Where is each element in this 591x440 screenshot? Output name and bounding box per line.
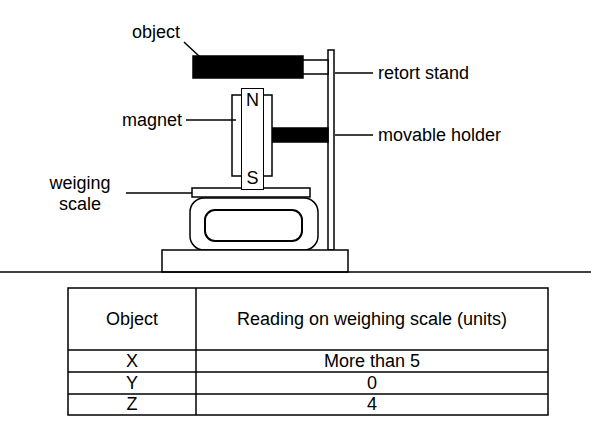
label-text: retort stand <box>378 63 578 84</box>
magnet-bar: NS <box>241 88 264 190</box>
label-text: More than 5 <box>196 351 548 372</box>
table-header: Object <box>68 288 196 350</box>
label-text: Reading on weighing scale (units) <box>196 309 548 330</box>
object-clamp <box>303 60 328 74</box>
pole-letter: S <box>246 168 258 188</box>
leader-line <box>126 192 192 194</box>
scale-window <box>205 210 302 241</box>
pole-letter: N <box>246 90 259 110</box>
table-cell: X <box>68 350 196 372</box>
label-text: magnet <box>90 110 182 131</box>
table-cell: Y <box>68 372 196 394</box>
part-label: weiging scale <box>38 172 122 216</box>
label-text: Y <box>68 373 196 394</box>
holder-bar <box>272 128 328 142</box>
part-label: movable holder <box>378 124 578 146</box>
leader-line <box>186 119 236 121</box>
part-label: magnet <box>90 109 182 131</box>
table-header: Reading on weighing scale (units) <box>196 288 548 350</box>
table-line <box>68 349 548 351</box>
table-cell: 0 <box>196 372 548 394</box>
part-label: retort stand <box>378 62 578 84</box>
table-cell: More than 5 <box>196 350 548 372</box>
label-text: movable holder <box>378 125 578 146</box>
table-line <box>195 288 197 415</box>
scale-body <box>190 198 318 250</box>
label-text: 0 <box>196 373 548 394</box>
label-text: weiging scale <box>38 173 122 215</box>
leader-line <box>184 42 200 57</box>
label-text: Object <box>68 309 196 330</box>
label-text: X <box>68 351 196 372</box>
ground-line <box>0 271 591 273</box>
table-cell: Z <box>68 394 196 415</box>
retort-rod <box>328 50 334 250</box>
table-line <box>68 371 548 373</box>
label-text: Z <box>68 394 196 415</box>
leader-line <box>335 72 373 74</box>
leader-line <box>335 134 373 136</box>
label-text: 4 <box>196 394 548 415</box>
table-line <box>68 393 548 395</box>
table-border <box>68 288 548 415</box>
table-cell: 4 <box>196 394 548 415</box>
part-label: object <box>90 21 180 43</box>
stand-base <box>162 250 348 272</box>
label-text: object <box>90 22 180 43</box>
object-bar <box>193 56 303 78</box>
